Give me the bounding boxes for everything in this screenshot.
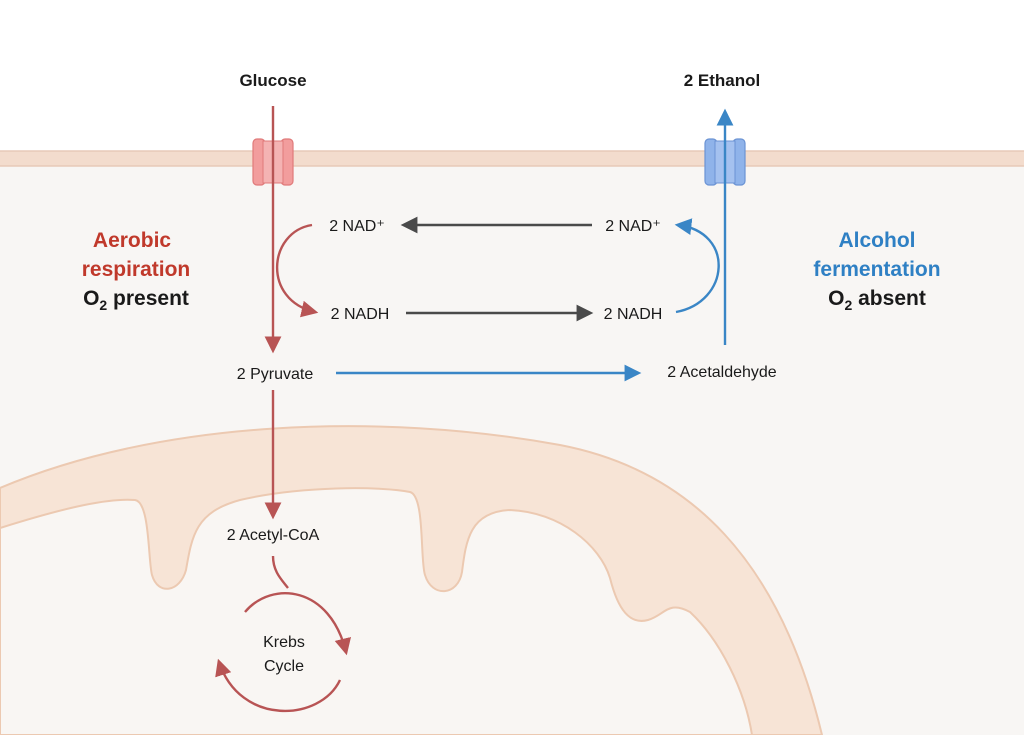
mitochondrion [0,425,824,735]
fermentation-condition-prefix: O [828,287,844,310]
aerobic-condition-suffix: present [107,287,189,310]
ethanol-label: 2 Ethanol [684,71,761,90]
nadh-to-nad-curve-arrow [674,218,720,314]
krebs-arc-right-arrow [244,591,351,656]
nad-left-label: 2 NAD⁺ [329,218,385,235]
aerobic-condition: O2 present [83,287,189,313]
fermentation-condition-suffix: absent [852,287,926,310]
acetyl-coa-label: 2 Acetyl-CoA [227,527,320,544]
fermentation-title-line2: fermentation [813,258,940,281]
fermentation-title-line1: Alcohol [839,229,916,252]
nadh-left-label: 2 NADH [331,306,390,323]
nadh-right-label: 2 NADH [604,306,663,323]
krebs-label-line1: Krebs [263,634,305,651]
glucose-label: Glucose [239,71,306,90]
pyruvate-label: 2 Pyruvate [237,366,314,383]
cell-membrane [0,151,1024,166]
fermentation-condition: O2 absent [828,287,926,313]
aerobic-condition-sub: 2 [99,297,107,313]
acetylcoa-to-krebs-line [271,555,289,589]
fermentation-condition-sub: 2 [845,297,853,313]
nad-right-label: 2 NAD⁺ [605,218,661,235]
acetaldehyde-label: 2 Acetaldehyde [667,364,777,381]
krebs-arc-left-arrow [215,658,342,712]
aerobic-title-line2: respiration [82,258,191,281]
aerobic-title-line1: Aerobic [93,229,172,252]
nad-to-nadh-curve-arrow [276,223,319,318]
aerobic-condition-prefix: O [83,287,99,310]
krebs-label-line2: Cycle [264,658,304,675]
